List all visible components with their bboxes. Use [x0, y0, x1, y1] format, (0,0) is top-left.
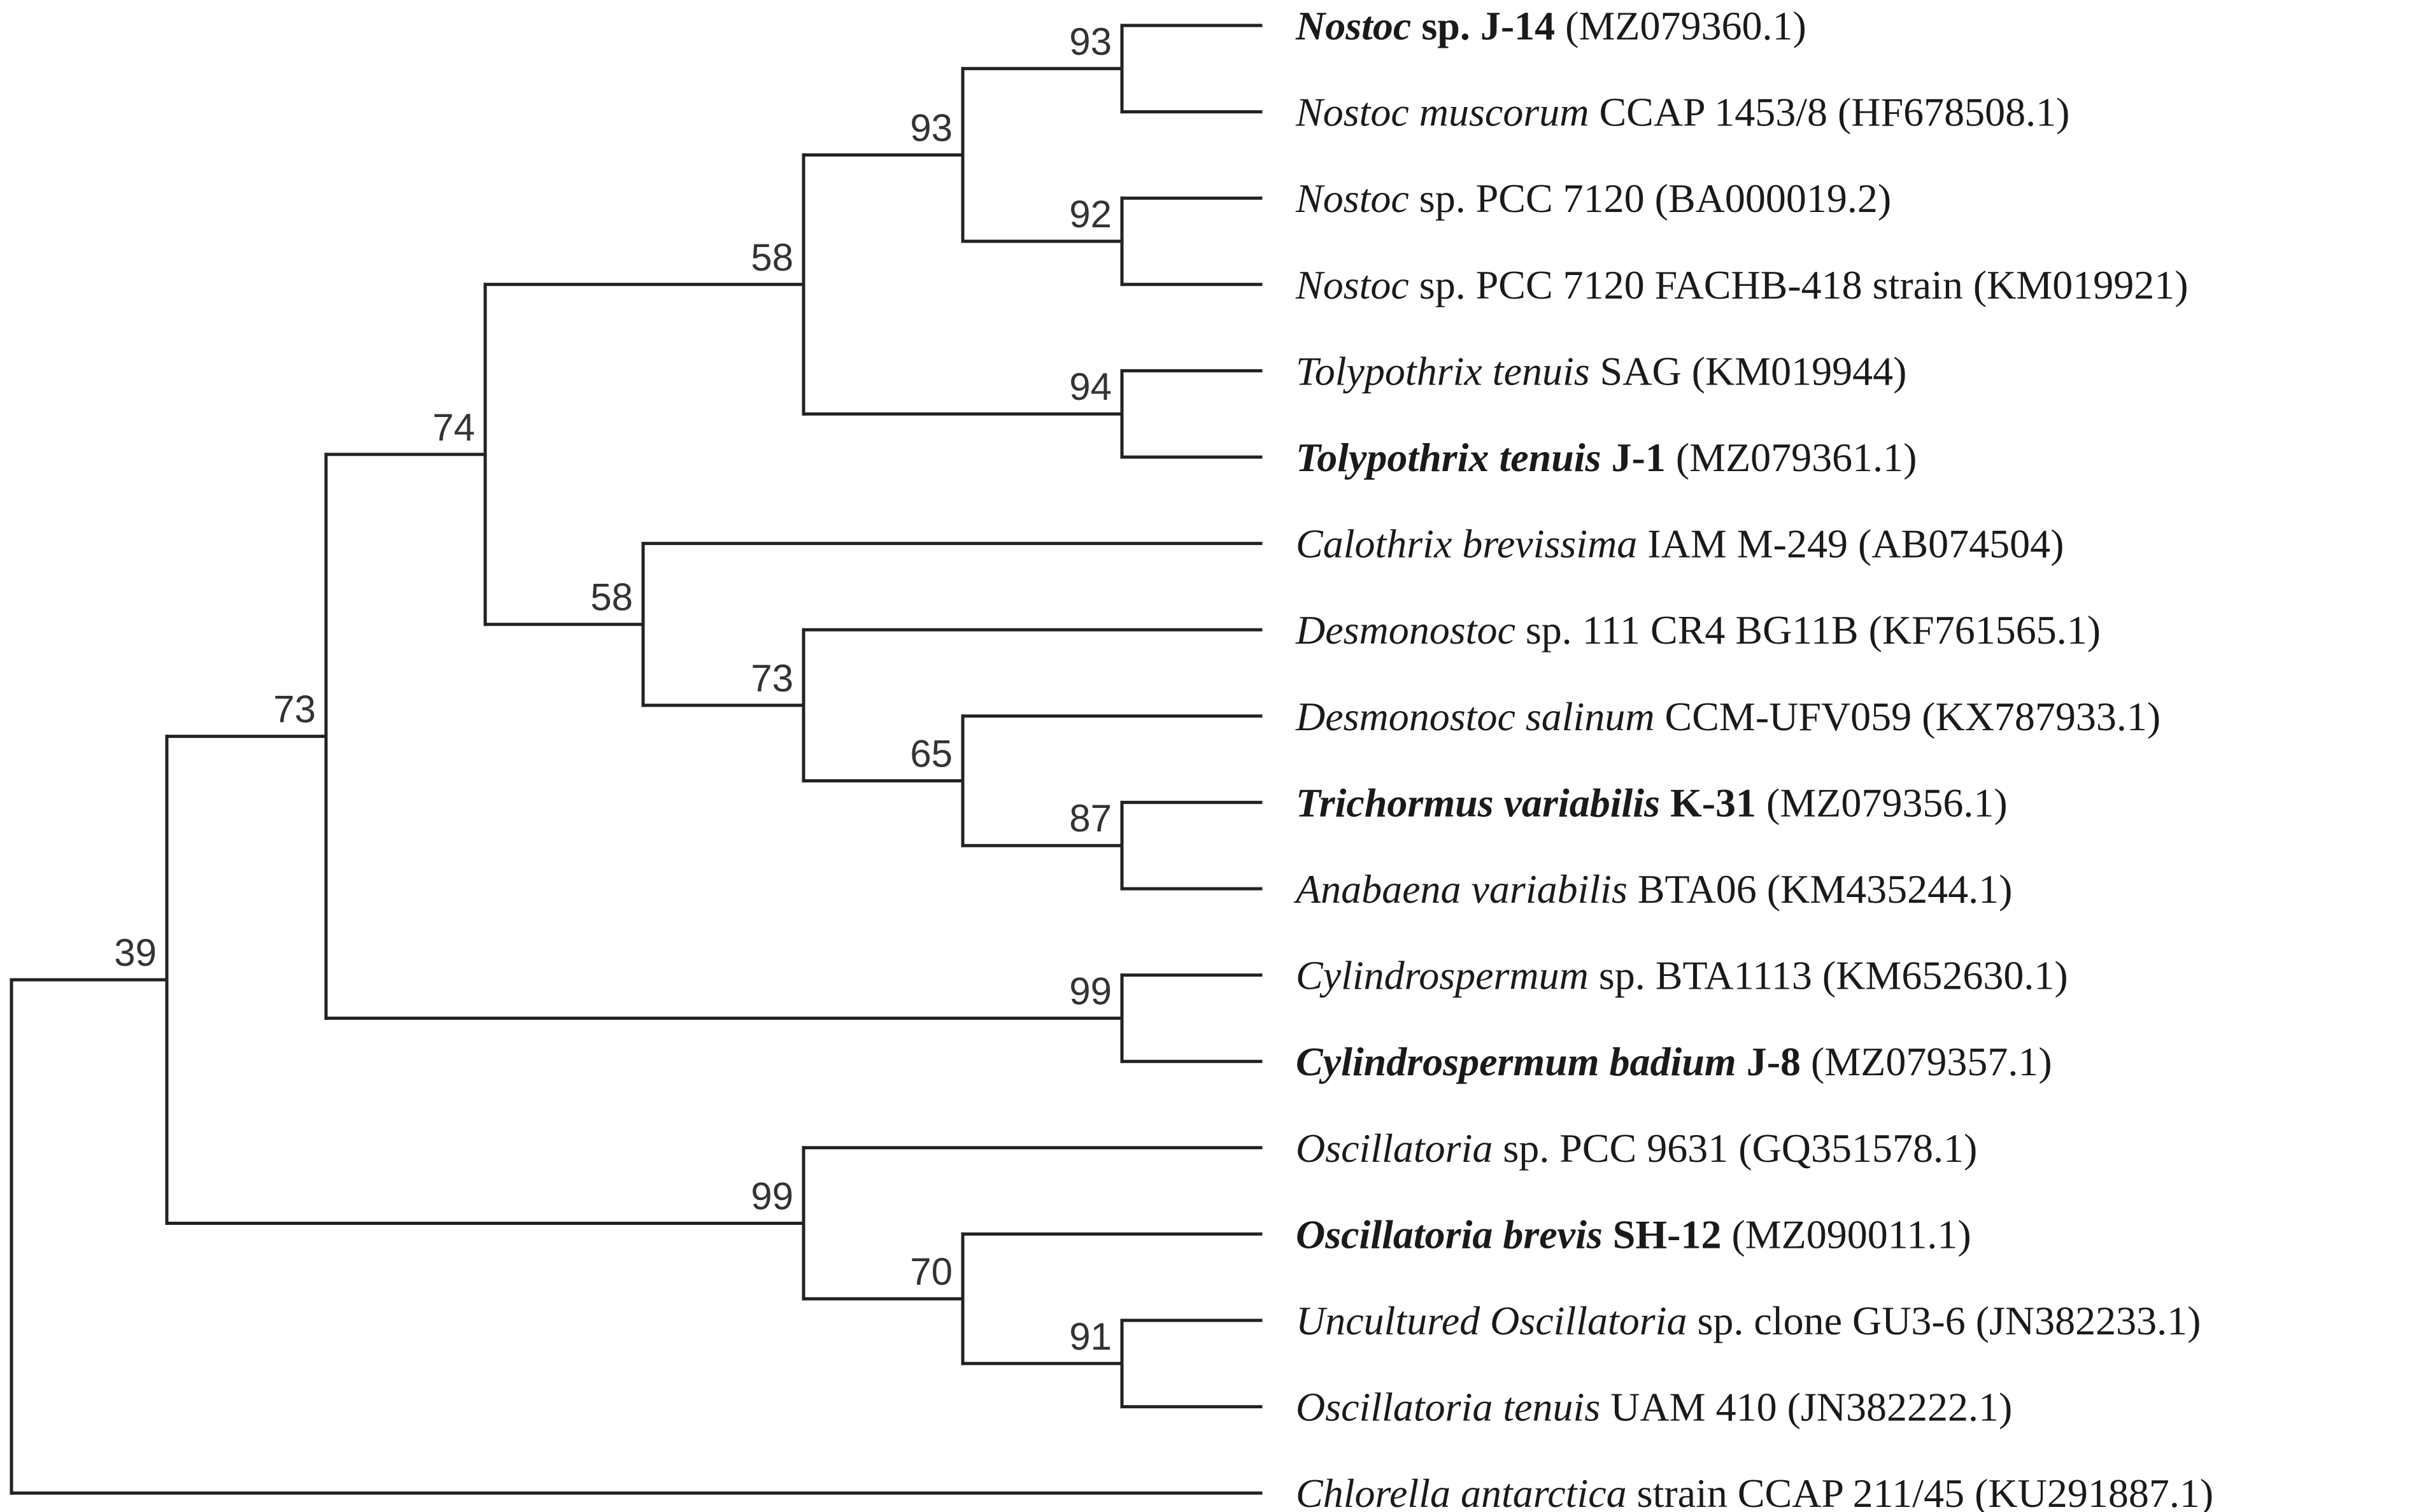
- bootstrap-value: 99: [751, 1175, 793, 1217]
- taxon-label-part: Desmonostoc: [1295, 607, 1515, 653]
- taxon-label-part: sp. 111 CR4 BG11B (KF761565.1): [1515, 607, 2101, 653]
- taxon-label: Tolypothrix tenuis J-1 (MZ079361.1): [1296, 435, 1917, 480]
- taxon-label-part: UAM 410 (JN382222.1): [1600, 1385, 2012, 1430]
- taxon-label: Cylindrospermum sp. BTA1113 (KM652630.1): [1296, 953, 2068, 998]
- bootstrap-value: 70: [910, 1250, 953, 1293]
- taxon-label-part: Nostoc: [1295, 3, 1411, 48]
- taxon-label-part: Cylindrospermum badium: [1296, 1039, 1736, 1084]
- taxon-label-part: Oscillatoria: [1296, 1126, 1493, 1171]
- taxon-label: Desmonostoc sp. 111 CR4 BG11B (KF761565.…: [1295, 607, 2101, 653]
- bootstrap-value: 74: [432, 406, 475, 449]
- taxon-label-part: BTA06 (KM435244.1): [1628, 866, 2013, 912]
- taxon-label-part: sp. J-14: [1411, 3, 1555, 48]
- taxon-labels: Nostoc sp. J-14 (MZ079360.1) Nostoc musco…: [1293, 3, 2213, 1512]
- taxon-label-part: J-8: [1736, 1039, 1801, 1084]
- taxon-label: Oscillatoria brevis SH-12 (MZ090011.1): [1296, 1212, 1971, 1257]
- taxon-label-part: sp. clone GU3-6 (JN382233.1): [1687, 1298, 2201, 1343]
- taxon-label-part: (MZ079356.1): [1756, 780, 2008, 825]
- taxon-label-part: IAM M-249 (AB074504): [1637, 521, 2064, 567]
- taxon-label-part: sp. BTA1113 (KM652630.1): [1589, 953, 2068, 998]
- taxon-label-part: Anabaena variabilis: [1293, 866, 1628, 912]
- taxon-label-part: K-31: [1660, 780, 1756, 825]
- taxon-label-part: J-1: [1601, 435, 1666, 480]
- taxon-label-part: Nostoc: [1295, 262, 1409, 307]
- bootstrap-value: 92: [1069, 193, 1112, 236]
- taxon-label-part: strain CCAP 211/45 (KU291887.1): [1627, 1471, 2213, 1512]
- taxon-label: Nostoc muscorum CCAP 1453/8 (HF678508.1): [1295, 90, 2069, 135]
- taxon-label-part: (MZ079360.1): [1555, 3, 1806, 48]
- taxon-label-part: sp. PCC 7120 FACHB-418 strain (KM019921): [1409, 262, 2189, 307]
- bootstrap-value: 91: [1069, 1315, 1112, 1358]
- taxon-label: Nostoc sp. PCC 7120 (BA000019.2): [1295, 176, 1891, 221]
- taxon-label: Desmonostoc salinum CCM-UFV059 (KX787933…: [1295, 694, 2160, 739]
- taxon-label: Trichormus variabilis K-31 (MZ079356.1): [1296, 780, 2008, 825]
- bootstrap-value: 58: [590, 576, 633, 619]
- bootstrap-value: 93: [1069, 20, 1112, 63]
- taxon-label: Nostoc sp. PCC 7120 FACHB-418 strain (KM…: [1295, 262, 2189, 307]
- taxon-label-part: CCM-UFV059 (KX787933.1): [1655, 694, 2161, 739]
- bootstrap-values: 93 92 93 94 58 87 65 73 58 74 99 73 91 70 99 39: [114, 20, 1112, 1358]
- taxon-label-part: Cylindrospermum: [1296, 953, 1589, 998]
- taxon-label-part: sp. PCC 7120 (BA000019.2): [1409, 176, 1891, 221]
- tree-branches: [10, 24, 1263, 1495]
- bootstrap-value: 58: [751, 236, 793, 279]
- bootstrap-value: 65: [910, 733, 953, 775]
- bootstrap-value: 73: [273, 688, 316, 731]
- taxon-label-part: CCAP 1453/8 (HF678508.1): [1589, 90, 2069, 135]
- taxon-label: Chlorella antarctica strain CCAP 211/45 …: [1296, 1471, 2213, 1512]
- taxon-label: Anabaena variabilis BTA06 (KM435244.1): [1293, 866, 2012, 912]
- taxon-label-part: (MZ079357.1): [1801, 1039, 2052, 1084]
- taxon-label-part: Chlorella antarctica: [1296, 1471, 1627, 1512]
- bootstrap-value: 73: [751, 657, 793, 700]
- taxon-label: Oscillatoria tenuis UAM 410 (JN382222.1): [1296, 1385, 2012, 1430]
- taxon-label-part: Uncultured Oscillatoria: [1296, 1298, 1687, 1343]
- taxon-label: Nostoc sp. J-14 (MZ079360.1): [1295, 3, 1806, 48]
- taxon-label-part: Oscillatoria brevis: [1296, 1212, 1603, 1257]
- bootstrap-value: 39: [114, 931, 157, 974]
- taxon-label-part: Desmonostoc salinum: [1295, 694, 1655, 739]
- taxon-label: Cylindrospermum badium J-8 (MZ079357.1): [1296, 1039, 2052, 1084]
- taxon-label: Oscillatoria sp. PCC 9631 (GQ351578.1): [1296, 1126, 1977, 1171]
- taxon-label-part: Calothrix brevissima: [1296, 521, 1637, 567]
- taxon-label-part: Tolypothrix tenuis: [1296, 348, 1590, 393]
- taxon-label-part: Nostoc: [1295, 176, 1409, 221]
- taxon-label-part: SH-12: [1603, 1212, 1722, 1257]
- taxon-label-part: Nostoc muscorum: [1295, 90, 1589, 135]
- taxon-label-part: Oscillatoria tenuis: [1296, 1385, 1600, 1430]
- taxon-label: Tolypothrix tenuis SAG (KM019944): [1296, 348, 1906, 393]
- taxon-label-part: sp. PCC 9631 (GQ351578.1): [1493, 1126, 1977, 1171]
- taxon-label-part: (MZ090011.1): [1721, 1212, 1971, 1257]
- bootstrap-value: 94: [1069, 365, 1112, 408]
- taxon-label-part: SAG (KM019944): [1590, 348, 1907, 393]
- taxon-label: Uncultured Oscillatoria sp. clone GU3-6 …: [1296, 1298, 2201, 1343]
- bootstrap-value: 99: [1069, 970, 1112, 1012]
- taxon-label-part: (MZ079361.1): [1666, 435, 1917, 480]
- bootstrap-value: 93: [910, 106, 953, 149]
- taxon-label-part: Trichormus variabilis: [1296, 780, 1660, 825]
- bootstrap-value: 87: [1069, 797, 1112, 840]
- taxon-label: Calothrix brevissima IAM M-249 (AB074504…: [1296, 521, 2064, 567]
- taxon-label-part: Tolypothrix tenuis: [1296, 435, 1601, 480]
